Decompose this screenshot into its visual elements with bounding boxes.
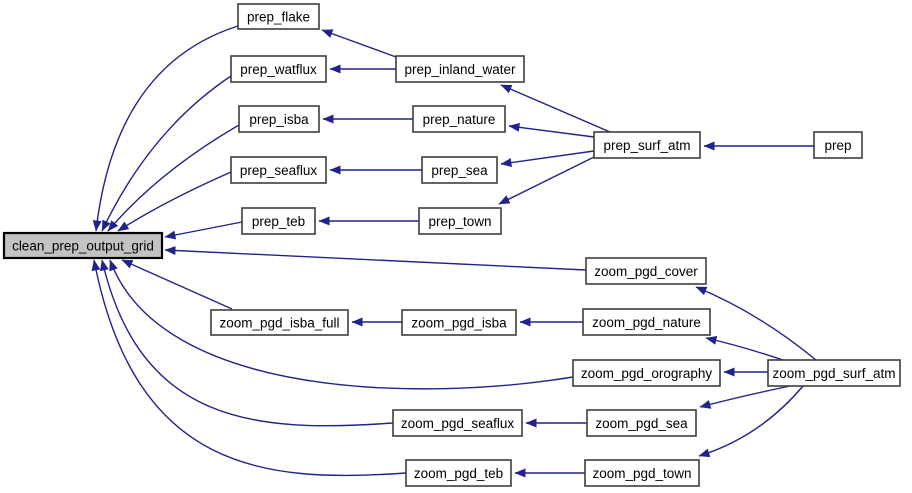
node-box-zoom_pgd_teb[interactable] bbox=[405, 459, 512, 487]
edge-zoom_pgd_cover-to-clean_prep_output_grid bbox=[164, 246, 587, 271]
node-zoom_pgd_cover[interactable]: zoom_pgd_cover bbox=[585, 257, 707, 285]
node-zoom_pgd_sea[interactable]: zoom_pgd_sea bbox=[586, 409, 697, 437]
node-prep_inland_water[interactable]: prep_inland_water bbox=[395, 55, 525, 83]
node-prep_town[interactable]: prep_town bbox=[418, 207, 502, 235]
node-box-zoom_pgd_isba_full[interactable] bbox=[210, 309, 349, 336]
node-label-prep_watflux: prep_watflux bbox=[240, 62, 317, 77]
node-label-prep_teb: prep_teb bbox=[252, 214, 305, 229]
node-label-prep_sea: prep_sea bbox=[431, 163, 488, 178]
node-clean_prep_output_grid: clean_prep_output_grid bbox=[2, 231, 164, 260]
node-label-prep_isba: prep_isba bbox=[249, 112, 309, 127]
node-zoom_pgd_isba[interactable]: zoom_pgd_isba bbox=[401, 309, 517, 336]
edge-prep_seaflux-to-clean_prep_output_grid bbox=[117, 171, 232, 232]
node-box-zoom_pgd_orography[interactable] bbox=[572, 359, 721, 387]
node-zoom_pgd_teb[interactable]: zoom_pgd_teb bbox=[405, 459, 512, 487]
node-label-prep_nature: prep_nature bbox=[423, 112, 496, 127]
edge-zoom_pgd_seaflux-to-clean_prep_output_grid bbox=[99, 259, 394, 427]
node-label-zoom_pgd_sea: zoom_pgd_sea bbox=[595, 416, 688, 431]
node-zoom_pgd_nature[interactable]: zoom_pgd_nature bbox=[582, 308, 711, 336]
edge-prep_surf_atm-to-prep_sea bbox=[500, 150, 595, 168]
node-box-zoom_pgd_cover[interactable] bbox=[585, 257, 707, 285]
node-prep_isba[interactable]: prep_isba bbox=[238, 105, 320, 133]
node-label-prep_surf_atm: prep_surf_atm bbox=[603, 138, 690, 153]
node-box-prep_inland_water[interactable] bbox=[395, 55, 525, 83]
node-zoom_pgd_surf_atm[interactable]: zoom_pgd_surf_atm bbox=[767, 359, 901, 387]
edge-prep_flake-to-clean_prep_output_grid bbox=[92, 25, 239, 232]
edge-zoom_pgd_surf_atm-to-zoom_pgd_nature bbox=[705, 335, 784, 361]
node-label-zoom_pgd_orography: zoom_pgd_orography bbox=[581, 366, 713, 381]
node-prep_surf_atm[interactable]: prep_surf_atm bbox=[593, 131, 701, 159]
node-box-prep_sea[interactable] bbox=[421, 156, 498, 184]
node-label-zoom_pgd_seaflux: zoom_pgd_seaflux bbox=[401, 416, 515, 431]
node-zoom_pgd_orography[interactable]: zoom_pgd_orography bbox=[572, 359, 721, 387]
node-box-prep[interactable] bbox=[813, 131, 863, 159]
node-box-zoom_pgd_sea[interactable] bbox=[586, 409, 697, 437]
nodes-layer: clean_prep_output_grid prep_flake prep_wat… bbox=[2, 3, 901, 487]
node-box-zoom_pgd_nature[interactable] bbox=[582, 308, 711, 336]
node-zoom_pgd_isba_full[interactable]: zoom_pgd_isba_full bbox=[210, 309, 349, 336]
node-prep_sea[interactable]: prep_sea bbox=[421, 156, 498, 184]
edge-prep_watflux-to-clean_prep_output_grid bbox=[101, 75, 232, 232]
node-label-zoom_pgd_isba_full: zoom_pgd_isba_full bbox=[219, 315, 339, 330]
edge-prep_surf_atm-to-prep_town bbox=[498, 156, 595, 205]
edge-zoom_pgd_surf_atm-to-zoom_pgd_town bbox=[698, 385, 804, 458]
node-box-zoom_pgd_isba[interactable] bbox=[401, 309, 517, 336]
node-zoom_pgd_town[interactable]: zoom_pgd_town bbox=[584, 459, 700, 487]
edge-prep_teb-to-clean_prep_output_grid bbox=[164, 221, 243, 240]
edge-zoom_pgd_surf_atm-to-zoom_pgd_cover bbox=[695, 286, 817, 361]
node-prep_nature[interactable]: prep_nature bbox=[412, 105, 506, 133]
node-box-zoom_pgd_town[interactable] bbox=[584, 459, 700, 487]
node-box-prep_surf_atm[interactable] bbox=[593, 131, 701, 159]
node-label-prep_flake: prep_flake bbox=[247, 9, 310, 24]
node-zoom_pgd_seaflux[interactable]: zoom_pgd_seaflux bbox=[392, 409, 523, 437]
node-label-clean_prep_output_grid: clean_prep_output_grid bbox=[12, 238, 154, 253]
node-box-prep_flake[interactable] bbox=[237, 3, 320, 30]
edges-layer bbox=[91, 25, 817, 478]
node-label-zoom_pgd_cover: zoom_pgd_cover bbox=[594, 264, 698, 279]
node-box-prep_nature[interactable] bbox=[412, 105, 506, 133]
node-prep_teb[interactable]: prep_teb bbox=[241, 207, 316, 235]
node-prep_flake[interactable]: prep_flake bbox=[237, 3, 320, 30]
node-box-clean_prep_output_grid bbox=[2, 231, 164, 260]
edge-zoom_pgd_teb-to-clean_prep_output_grid bbox=[91, 259, 407, 477]
node-label-prep_seaflux: prep_seaflux bbox=[240, 163, 318, 178]
edge-zoom_pgd_surf_atm-to-zoom_pgd_sea bbox=[699, 385, 791, 409]
node-label-prep_inland_water: prep_inland_water bbox=[404, 62, 516, 77]
edge-prep_isba-to-clean_prep_output_grid bbox=[107, 124, 240, 232]
node-label-zoom_pgd_nature: zoom_pgd_nature bbox=[592, 315, 701, 330]
node-box-prep_seaflux[interactable] bbox=[230, 156, 327, 184]
edge-prep_inland_water-to-prep_flake bbox=[321, 29, 397, 58]
node-prep[interactable]: prep bbox=[813, 131, 863, 159]
edge-zoom_pgd_isba_full-to-clean_prep_output_grid bbox=[121, 259, 233, 310]
node-label-zoom_pgd_town: zoom_pgd_town bbox=[592, 466, 691, 481]
node-box-prep_watflux[interactable] bbox=[230, 55, 327, 83]
node-label-zoom_pgd_isba: zoom_pgd_isba bbox=[411, 315, 507, 330]
node-box-prep_isba[interactable] bbox=[238, 105, 320, 133]
edge-prep_surf_atm-to-prep_inland_water bbox=[500, 84, 611, 133]
edge-prep_surf_atm-to-prep_nature bbox=[508, 122, 595, 138]
node-box-prep_teb[interactable] bbox=[241, 207, 316, 235]
node-prep_watflux[interactable]: prep_watflux bbox=[230, 55, 327, 83]
node-label-zoom_pgd_surf_atm: zoom_pgd_surf_atm bbox=[772, 366, 895, 381]
node-label-prep_town: prep_town bbox=[428, 214, 491, 229]
node-prep_seaflux[interactable]: prep_seaflux bbox=[230, 156, 327, 184]
node-label-prep: prep bbox=[824, 138, 851, 153]
edge-zoom_pgd_orography-to-clean_prep_output_grid bbox=[109, 259, 574, 390]
node-label-zoom_pgd_teb: zoom_pgd_teb bbox=[414, 466, 503, 481]
node-box-prep_town[interactable] bbox=[418, 207, 502, 235]
node-box-zoom_pgd_surf_atm[interactable] bbox=[767, 359, 901, 387]
node-box-zoom_pgd_seaflux[interactable] bbox=[392, 409, 523, 437]
